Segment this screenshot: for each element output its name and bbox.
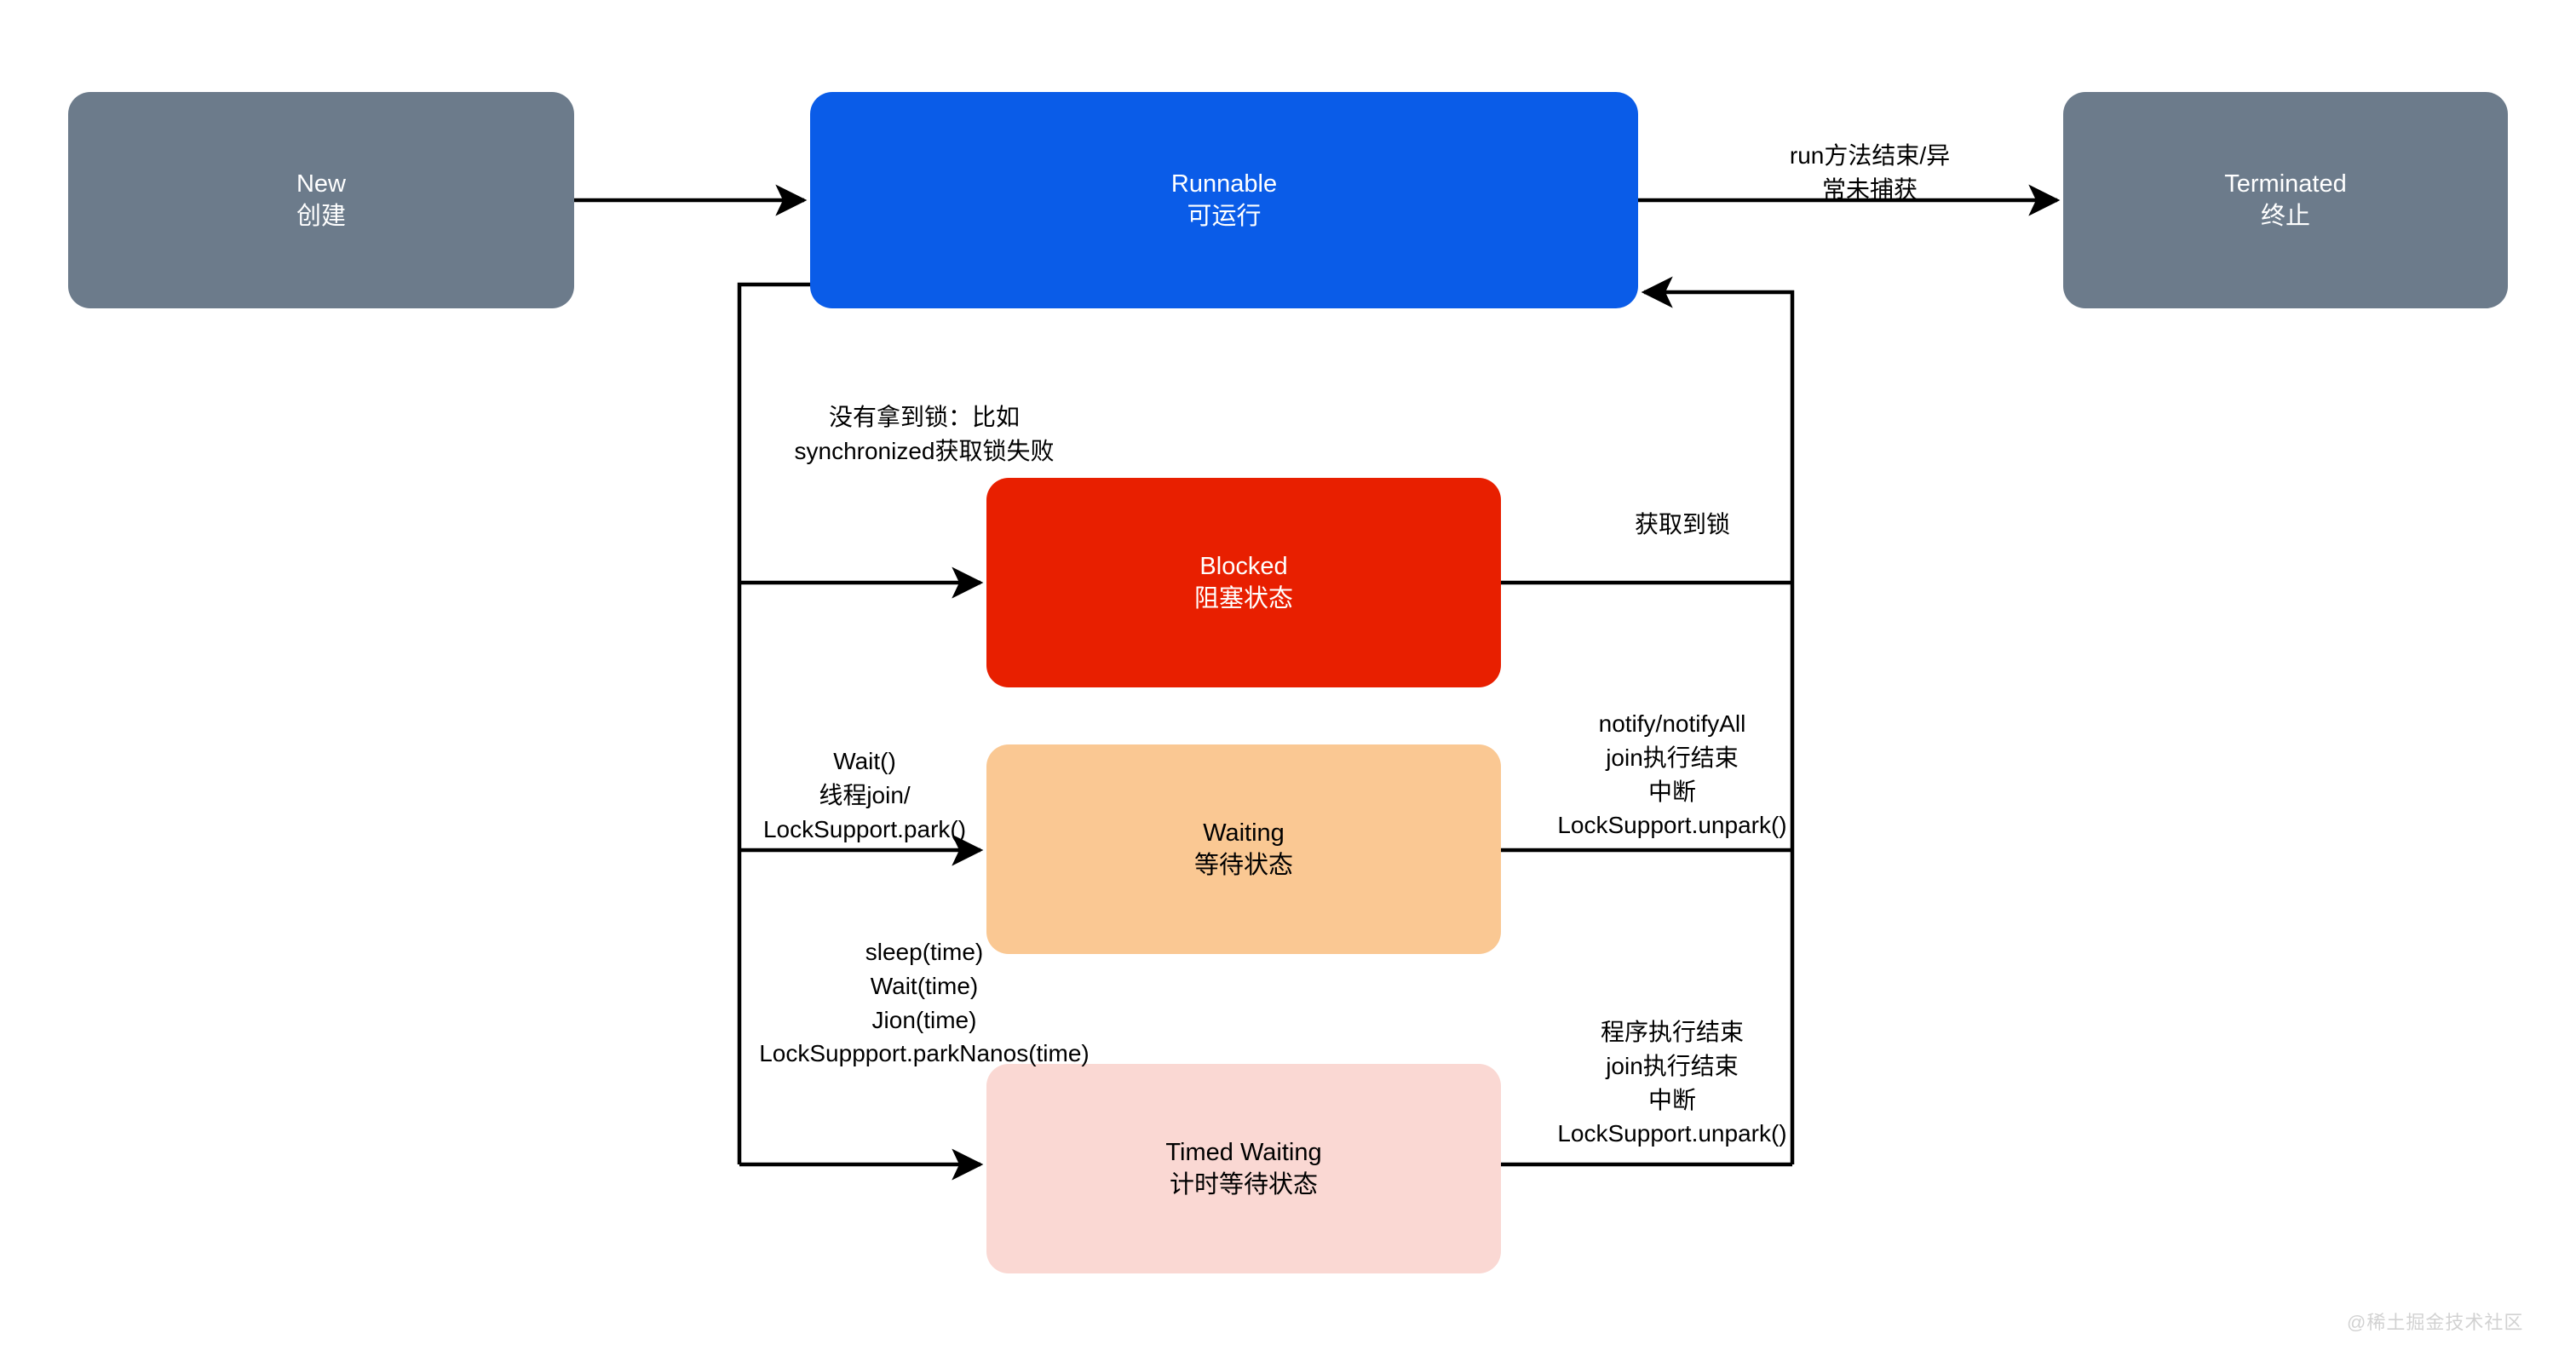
node-new-en: New — [296, 170, 346, 198]
edge-label-to-blocked-line-2: synchronized获取锁失败 — [794, 437, 1055, 464]
edge-label-timed-waiting-exit-line-3: 中断 — [1647, 1086, 1696, 1113]
edge-label-timed-waiting-exit: 程序执行结束 join执行结束 中断 LockSupport.unpark() — [1546, 1015, 1798, 1151]
edge-label-waiting-exit-line-1: notify/notifyAll — [1598, 710, 1746, 737]
node-terminated-zh: 终止 — [2260, 203, 2310, 230]
edge-label-timed-waiting-exit-line-4: LockSupport.unpark() — [1557, 1120, 1787, 1147]
edge-label-terminate-line-1: run方法结束/异 — [1789, 142, 1951, 169]
node-timed-waiting-zh: 计时等待状态 — [1169, 1171, 1318, 1198]
edge-label-waiting-exit-line-3: 中断 — [1647, 778, 1696, 805]
edge-right-return-trunk — [1641, 276, 1795, 1164]
node-timed-waiting-en: Timed Waiting — [1165, 1138, 1322, 1166]
edge-label-to-timed-waiting-line-4: LockSuppport.parkNanos(time) — [759, 1040, 1090, 1067]
edge-label-waiting-exit-line-2: join执行结束 — [1606, 744, 1739, 771]
edge-label-terminate: run方法结束/异 常未捕获 — [1734, 139, 2006, 207]
node-new[interactable]: New 创建 — [68, 92, 574, 308]
edge-label-to-timed-waiting-line-1: sleep(time) — [865, 939, 984, 965]
edge-label-to-timed-waiting-line-2: Wait(time) — [870, 972, 979, 999]
edge-label-to-waiting: Wait() 线程join/ LockSupport.park() — [737, 744, 992, 846]
edge-label-to-blocked: 没有拿到锁：比如 synchronized获取锁失败 — [737, 400, 1112, 468]
node-waiting-zh: 等待状态 — [1193, 852, 1293, 879]
edge-label-to-timed-waiting: sleep(time) Wait(time) Jion(time) LockSu… — [733, 935, 1116, 1071]
edge-label-timed-waiting-exit-line-2: join执行结束 — [1606, 1052, 1739, 1079]
edge-label-lock-acquired: 获取到锁 — [1606, 508, 1759, 542]
node-new-zh: 创建 — [296, 203, 346, 230]
edge-label-waiting-exit-line-4: LockSupport.unpark() — [1557, 812, 1787, 839]
node-waiting[interactable]: Waiting 等待状态 — [986, 744, 1501, 954]
node-blocked-zh: 阻塞状态 — [1193, 585, 1293, 612]
edge-label-to-waiting-line-3: LockSupport.park() — [762, 815, 967, 842]
edge-label-to-timed-waiting-line-3: Jion(time) — [871, 1006, 977, 1033]
edge-left-trunk — [737, 282, 810, 1164]
node-runnable[interactable]: Runnable 可运行 — [810, 92, 1638, 308]
edge-label-lock-acquired-line-1: 获取到锁 — [1634, 511, 1730, 537]
edge-label-waiting-exit: notify/notifyAll join执行结束 中断 LockSupport… — [1546, 707, 1798, 842]
node-waiting-en: Waiting — [1203, 819, 1285, 847]
edge-label-terminate-line-2: 常未捕获 — [1821, 175, 1918, 203]
node-runnable-en: Runnable — [1170, 170, 1278, 198]
node-terminated-en: Terminated — [2224, 170, 2347, 198]
edge-label-to-waiting-line-1: Wait() — [833, 748, 896, 774]
node-runnable-zh: 可运行 — [1187, 203, 1262, 230]
node-blocked[interactable]: Blocked 阻塞状态 — [986, 478, 1501, 687]
edge-label-timed-waiting-exit-line-1: 程序执行结束 — [1600, 1019, 1744, 1045]
node-timed-waiting[interactable]: Timed Waiting 计时等待状态 — [986, 1064, 1501, 1273]
node-blocked-en: Blocked — [1199, 552, 1288, 580]
edge-label-to-blocked-line-1: 没有拿到锁：比如 — [828, 404, 1020, 430]
edge-label-to-waiting-line-2: 线程join/ — [819, 781, 911, 808]
watermark: @稀土掘金技术社区 — [2347, 1312, 2524, 1333]
node-terminated[interactable]: Terminated 终止 — [2063, 92, 2508, 308]
